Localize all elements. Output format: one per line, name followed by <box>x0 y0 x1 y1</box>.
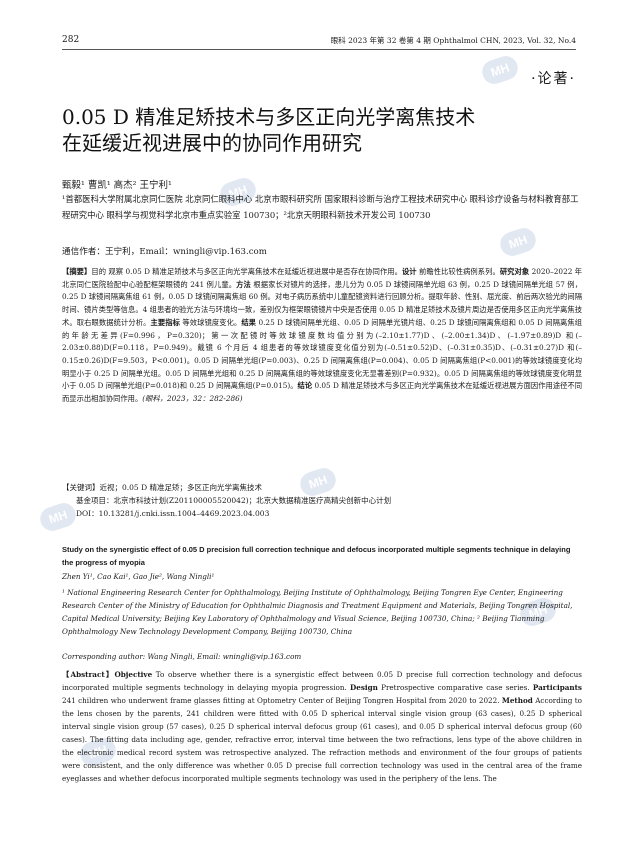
label-design: 设计 <box>401 267 417 276</box>
design-en: Pretrospective comparative case series. <box>381 683 530 692</box>
objective-en: To observe whether there is a synergisti… <box>62 670 582 692</box>
participants-en: 241 children who underwent frame glasses… <box>62 696 500 705</box>
keywords-cn: 【关键词】近视；0.05 D 精准足矫；多区正向光学离焦技术 <box>62 483 262 492</box>
english-authors: Zhen Yi¹, Cao Kai¹, Gao Jie², Wang Ningl… <box>62 572 215 581</box>
running-header: 282 眼科 2023 年第 32 卷第 4 期 Ophthalmol CHN,… <box>62 35 576 49</box>
label-design-en: Design <box>350 683 378 692</box>
method-en: According to the lens chosen by the pare… <box>62 696 582 783</box>
corresponding-author: 通信作者：王宁利，Email：wningli@vip.163.com <box>62 247 267 257</box>
label-method: 方法 <box>236 279 251 289</box>
label-participants-en: Participants <box>532 683 582 692</box>
abstract-heading-en: 【Abstract】 <box>62 670 115 679</box>
doi: DOI：10.13281/j.cnki.issn.1004–4469.2023.… <box>76 509 270 518</box>
header-rule <box>62 49 576 50</box>
funding: 基金项目：北京市科技计划(Z201100005520042)；北京大数据精准医疗… <box>76 496 392 505</box>
abstract-conclusion: 0.05 D 精准足矫技术与多区正向光学离焦技术在延缓近视进展方面因作用途径不同… <box>62 381 583 404</box>
section-label: ·论著· <box>531 71 576 87</box>
abstract-heading: 【摘要】 <box>62 267 92 276</box>
label-conclusion: 结论 <box>297 381 313 391</box>
article-title: 0.05 D 精准足矫技术与多区正向光学离焦技术 在延缓近视进展中的协同作用研究 <box>62 104 562 156</box>
author-list: 甄毅¹ 曹凯¹ 高杰² 王宁利¹ <box>62 180 172 191</box>
label-outcome: 主要指标 <box>150 317 180 327</box>
abstract-method: 根据家长对镜片的选择，患儿分为 0.05 D 球镜间隔单光组 63 例，0.25… <box>62 279 583 327</box>
title-line: 0.05 D 精准足矫技术与多区正向光学离焦技术 <box>62 105 476 129</box>
abstract-design: 前瞻性比较性病例系列。 <box>419 267 500 276</box>
english-affiliation: ¹ National Engineering Research Center f… <box>62 588 573 636</box>
watermark-logo: MH <box>497 225 539 259</box>
abstract-subjects: 2020–2022 年北京同仁医院验配中心验配框架眼镜的 241 例儿童。 <box>62 267 583 289</box>
title-line: 在延缓近视进展中的协同作用研究 <box>62 131 362 155</box>
abstract-objective: 目的 观察 0.05 D 精准足矫技术与多区正向光学离焦技术在延缓近视进展中是否… <box>91 267 402 276</box>
watermark-logo: MH <box>479 53 521 87</box>
abstract-outcome: 等效球镜度变化。 <box>182 317 242 327</box>
keywords-block: 【关键词】近视；0.05 D 精准足矫；多区正向光学离焦技术 基金项目：北京市科… <box>62 481 582 520</box>
journal-citation: 眼科 2023 年第 32 卷第 4 期 Ophthalmol CHN, 202… <box>330 36 576 45</box>
label-subjects: 研究对象 <box>499 267 530 276</box>
label-results: 结果 <box>241 317 257 327</box>
abstract-cn: 【摘要】目的 观察 0.05 D 精准足矫技术与多区正向光学离焦技术在延缓近视进… <box>62 266 582 406</box>
english-title: Study on the synergistic effect of 0.05 … <box>62 545 571 567</box>
page-number: 282 <box>62 35 80 45</box>
abstract-results: 0.25 D 球镜间隔单光组、0.05 D 间隔单光镜片组、0.25 D 球镜间… <box>62 317 583 391</box>
abstract-citation: (眼科，2023，32：282-286) <box>142 394 243 404</box>
label-objective-en: Objective <box>114 670 153 679</box>
abstract-en: 【Abstract】Objective To observe whether t… <box>62 668 582 785</box>
english-corresponding: Corresponding author: Wang Ningli, Email… <box>62 652 302 661</box>
affiliation: ¹首都医科大学附属北京同仁医院 北京同仁眼科中心 北京市眼科研究所 国家眼科诊断… <box>62 194 579 220</box>
label-method-en: Method <box>501 696 533 705</box>
